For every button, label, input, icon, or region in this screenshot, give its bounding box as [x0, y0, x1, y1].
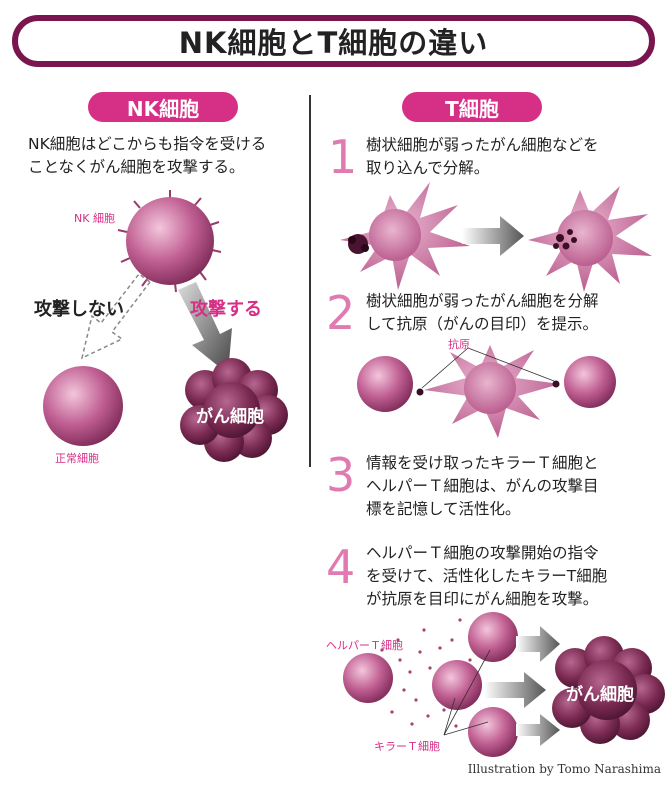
step1-line2: 取り込んで分解。 — [366, 159, 490, 177]
cancer-cell-label-left: がん細胞 — [196, 407, 264, 427]
step3-line2: ヘルパーＴ細胞は、がんの攻撃目 — [366, 477, 599, 495]
step1-arrow — [462, 216, 524, 256]
cytokine-dots — [380, 618, 472, 728]
illustration-credit: Illustration by Tomo Narashima — [467, 762, 661, 776]
step3-text: 情報を受け取ったキラーＴ細胞と ヘルパーＴ細胞は、がんの攻撃目 標を記憶して活性… — [366, 452, 599, 521]
step2-number: 2 — [326, 286, 356, 340]
nk-description-line2: ことなくがん細胞を攻撃する。 — [28, 158, 245, 176]
killer-t-cell-label: キラーＴ細胞 — [374, 740, 440, 753]
attack-label: 攻撃する — [190, 299, 262, 320]
normal-cell-label: 正常細胞 — [55, 452, 99, 465]
dendritic-cell-2 — [528, 186, 652, 292]
nk-heading-badge: NK細胞 — [88, 92, 238, 122]
nk-cell-label: NK 細胞 — [74, 212, 115, 225]
nk-description-line1: NK細胞はどこからも指令を受ける — [28, 135, 267, 153]
dendritic-cell-3 — [424, 345, 560, 438]
antigen-right — [552, 380, 560, 388]
step4-line1: ヘルパーＴ細胞の攻撃開始の指令 — [366, 544, 599, 562]
step3-number: 3 — [326, 448, 356, 502]
dendritic-cell-1 — [340, 182, 470, 290]
t-heading-badge: T細胞 — [402, 92, 542, 122]
step4-number: 4 — [326, 540, 356, 594]
cancer-cell-label-right: がん細胞 — [566, 685, 634, 705]
normal-cell — [43, 366, 123, 446]
nk-description: NK細胞はどこからも指令を受ける ことなくがん細胞を攻撃する。 — [28, 133, 266, 179]
t-cell-left — [357, 356, 413, 412]
step3-line3: 標を記憶して活性化。 — [366, 500, 521, 518]
step1-line1: 樹状細胞が弱ったがん細胞などを — [366, 136, 599, 154]
antigen-left — [416, 388, 424, 396]
step2-line2: して抗原（がんの目印）を提示。 — [366, 315, 599, 333]
step2-text: 樹状細胞が弱ったがん細胞を分解 して抗原（がんの目印）を提示。 — [366, 290, 599, 336]
step1-number: 1 — [328, 130, 358, 184]
column-divider — [309, 95, 311, 467]
cancer-cell-cluster-right — [552, 636, 665, 744]
step1-text: 樹状細胞が弱ったがん細胞などを 取り込んで分解。 — [366, 134, 599, 180]
helper-t-cell-label: ヘルパーＴ細胞 — [326, 639, 403, 652]
nk-heading: NK細胞 — [126, 96, 200, 121]
step4-line3: が抗原を目印にがん細胞を攻撃。 — [366, 590, 599, 608]
no-attack-arrow — [80, 272, 152, 360]
step2-line1: 樹状細胞が弱ったがん細胞を分解 — [366, 292, 599, 310]
page-title: NK細胞とT細胞の違い — [178, 26, 489, 60]
helper-t-cell — [343, 653, 393, 703]
antigen-label: 抗原 — [448, 338, 470, 351]
attack-arrow — [178, 282, 232, 374]
title-banner: NK細胞とT細胞の違い — [12, 15, 655, 67]
antigen-pointer-lines — [421, 347, 555, 389]
killer-pointer-lines — [443, 649, 491, 736]
step4-text: ヘルパーＴ細胞の攻撃開始の指令 を受けて、活性化したキラーT細胞 が抗原を目印に… — [366, 542, 607, 611]
t-heading: T細胞 — [445, 96, 499, 121]
cancer-cell-cluster-left — [180, 358, 288, 462]
step4-line2: を受けて、活性化したキラーT細胞 — [366, 567, 608, 585]
t-cell-right — [564, 356, 616, 408]
nk-cell — [117, 190, 222, 293]
attack-arrows-step4 — [484, 626, 560, 746]
no-attack-label: 攻撃しない — [34, 299, 124, 320]
step3-line1: 情報を受け取ったキラーＴ細胞と — [366, 454, 599, 472]
killer-t-cells — [432, 612, 518, 757]
